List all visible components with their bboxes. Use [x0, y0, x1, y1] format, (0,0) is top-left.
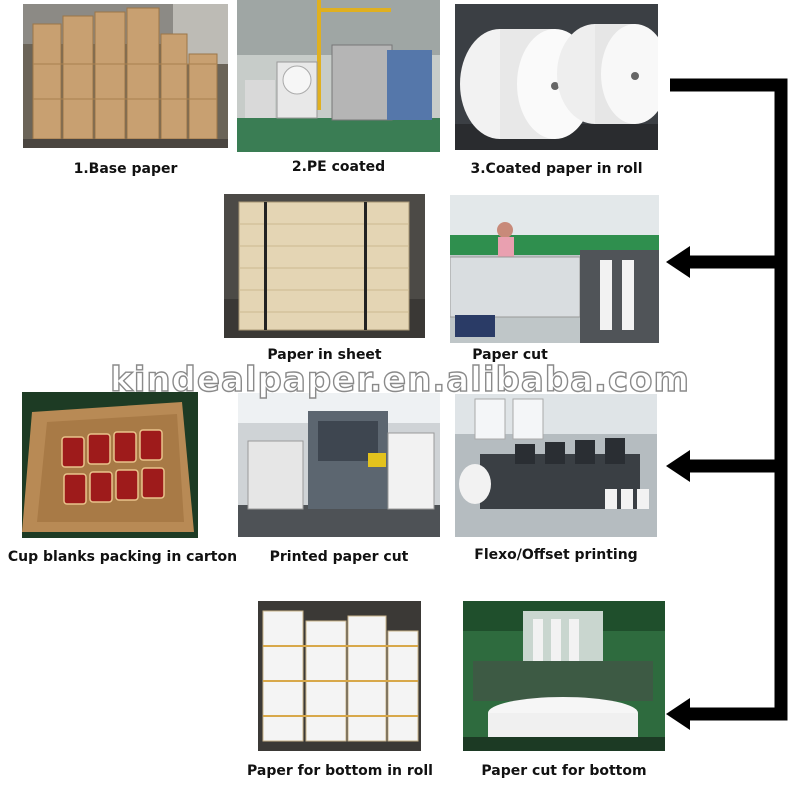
arrow-to-bottom-cut: [666, 698, 690, 730]
caption-coated-roll: 3.Coated paper in roll: [470, 161, 643, 177]
caption-cup-blanks-packing: Cup blanks packing in carton: [7, 549, 238, 565]
arrow-to-flexo-printing: [666, 450, 690, 482]
photo-flexo-offset-printing: [455, 394, 657, 537]
caption-pe-coated: 2.PE coated: [291, 159, 386, 175]
photo-printed-paper-cut: [238, 393, 440, 537]
caption-bottom-roll: Paper for bottom in roll: [247, 763, 433, 779]
photo-paper-cut: [450, 195, 659, 343]
photo-cup-blanks-packing: [22, 392, 198, 538]
photo-base-paper: [23, 4, 228, 148]
flow-line: [670, 78, 788, 721]
caption-paper-sheet: Paper in sheet: [267, 347, 382, 363]
watermark: kindealpaper.en.alibaba.com: [109, 359, 690, 400]
photo-bottom-cut: [463, 601, 665, 751]
photo-pe-coated: [237, 0, 440, 152]
arrow-to-paper-cut: [666, 246, 690, 278]
photo-paper-sheet: [224, 194, 425, 338]
caption-bottom-cut: Paper cut for bottom: [481, 763, 647, 779]
caption-printed-paper-cut: Printed paper cut: [269, 549, 409, 565]
photo-bottom-roll: [258, 601, 421, 751]
photo-coated-roll: [455, 4, 658, 150]
caption-paper-cut: Paper cut: [472, 347, 548, 363]
caption-base-paper: 1.Base paper: [73, 161, 178, 177]
caption-flexo-offset-printing: Flexo/Offset printing: [474, 547, 638, 563]
